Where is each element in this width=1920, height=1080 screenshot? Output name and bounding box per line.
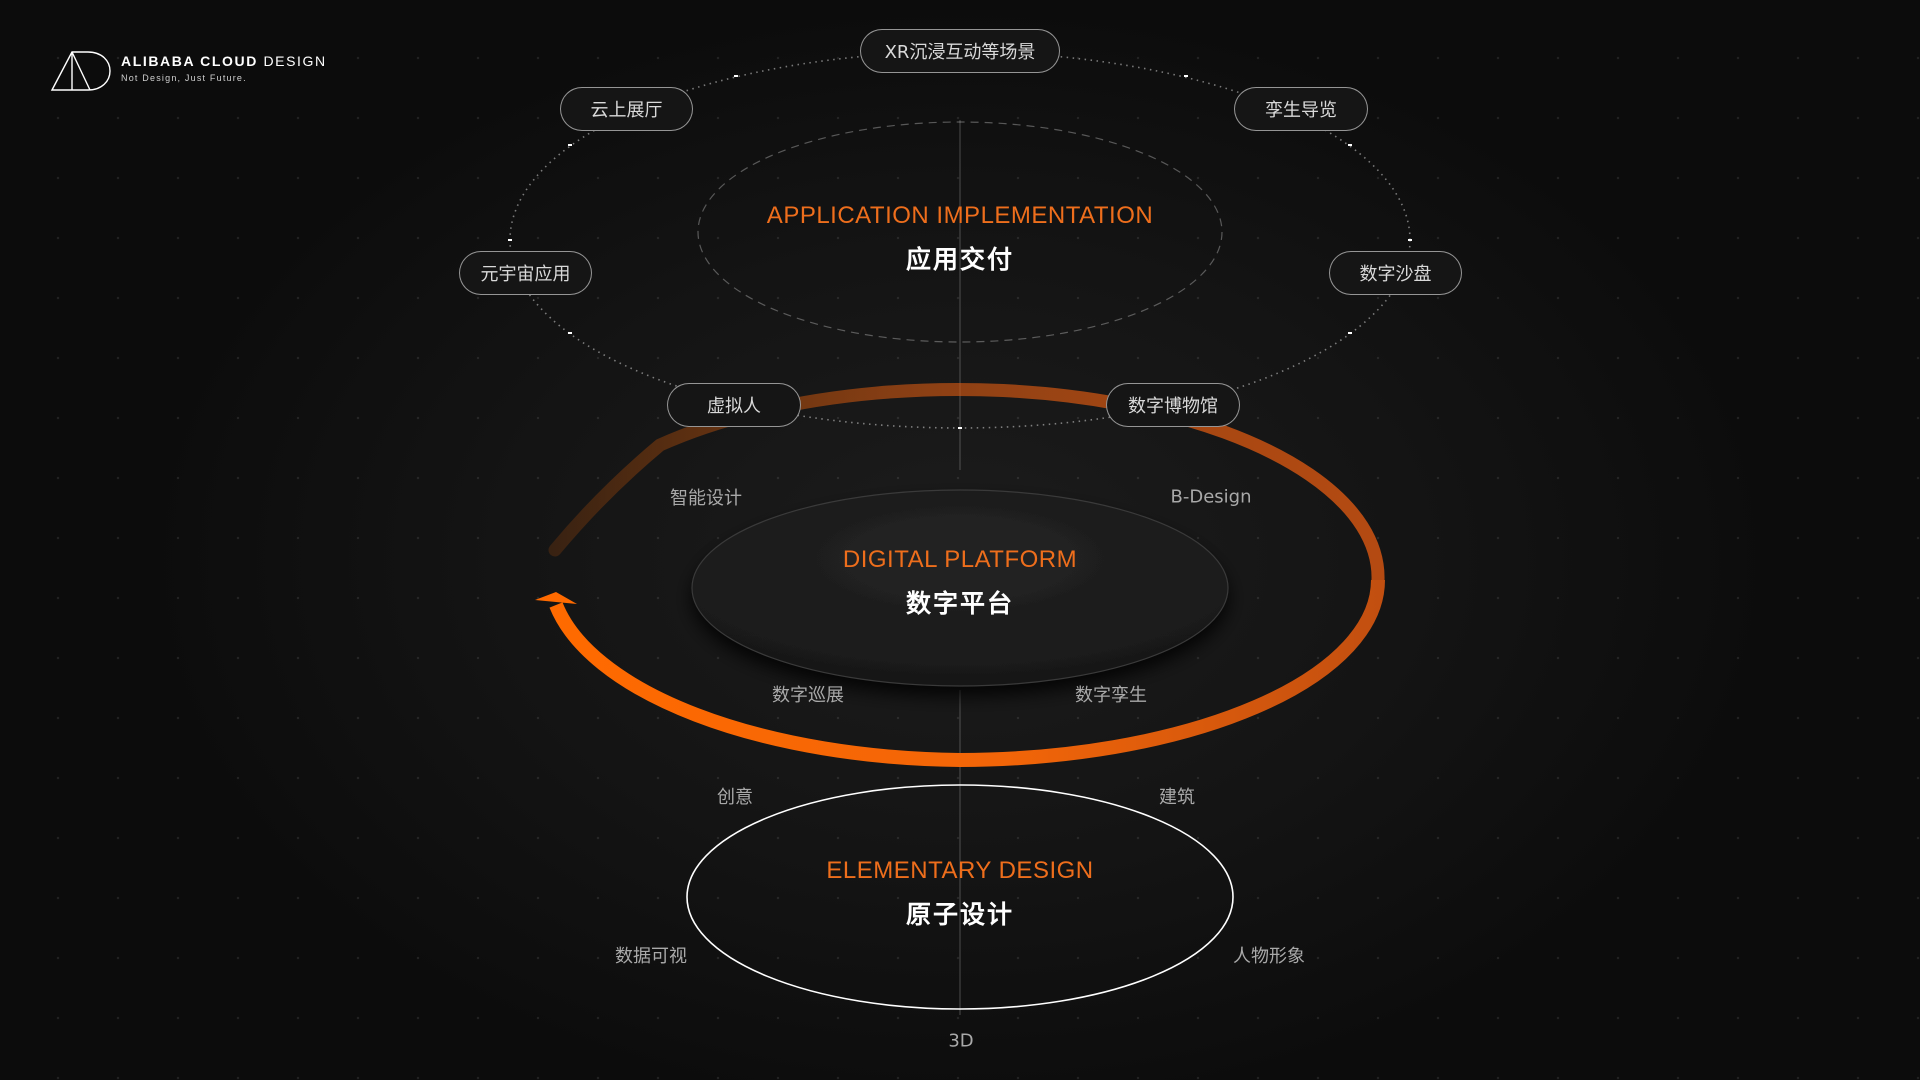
pill-twin-tour: 孪生导览 bbox=[1234, 87, 1368, 131]
elementary-ring bbox=[686, 784, 1234, 1010]
application-inner-ring bbox=[697, 121, 1223, 343]
pill-cloud-hall: 云上展厅 bbox=[560, 87, 693, 131]
brand-title: ALIBABA CLOUD DESIGN bbox=[121, 53, 327, 69]
cycle-arc-lower bbox=[549, 579, 1385, 768]
platform-disc bbox=[692, 490, 1228, 686]
brand-tagline: Not Design, Just Future. bbox=[121, 73, 247, 83]
elementary-title-en: ELEMENTARY DESIGN bbox=[826, 857, 1094, 884]
logo-mark-icon bbox=[50, 51, 111, 91]
label-smart-design: 智能设计 bbox=[670, 488, 742, 509]
label-character-image: 人物形象 bbox=[1233, 946, 1305, 967]
ring-tick-marks bbox=[508, 75, 1412, 429]
label-architecture: 建筑 bbox=[1159, 787, 1195, 808]
cycle-arc-upper bbox=[548, 382, 1385, 587]
pill-virtual-human: 虚拟人 bbox=[667, 383, 801, 427]
label-data-visualization: 数据可视 bbox=[615, 946, 687, 967]
platform-disc-edge bbox=[691, 489, 1229, 687]
platform-title-en: DIGITAL PLATFORM bbox=[842, 546, 1078, 573]
application-title-en: APPLICATION IMPLEMENTATION bbox=[766, 202, 1154, 229]
label-digital-twin: 数字孪生 bbox=[1075, 685, 1147, 706]
label-digital-tour: 数字巡展 bbox=[772, 685, 844, 706]
label-b-design: B-Design bbox=[1170, 486, 1252, 508]
pill-metaverse-app: 元宇宙应用 bbox=[459, 251, 592, 295]
application-title-zh: 应用交付 bbox=[905, 245, 1015, 274]
elementary-title-zh: 原子设计 bbox=[905, 900, 1015, 929]
pill-digital-museum: 数字博物馆 bbox=[1106, 383, 1240, 427]
cycle-arrow-head bbox=[535, 592, 577, 604]
platform-title-zh: 数字平台 bbox=[905, 589, 1015, 618]
label-3d: 3D bbox=[948, 1030, 974, 1052]
pill-digital-sandbox: 数字沙盘 bbox=[1329, 251, 1462, 295]
label-creative: 创意 bbox=[717, 787, 753, 808]
pill-xr-scenes: XR沉浸互动等场景 bbox=[860, 29, 1060, 73]
